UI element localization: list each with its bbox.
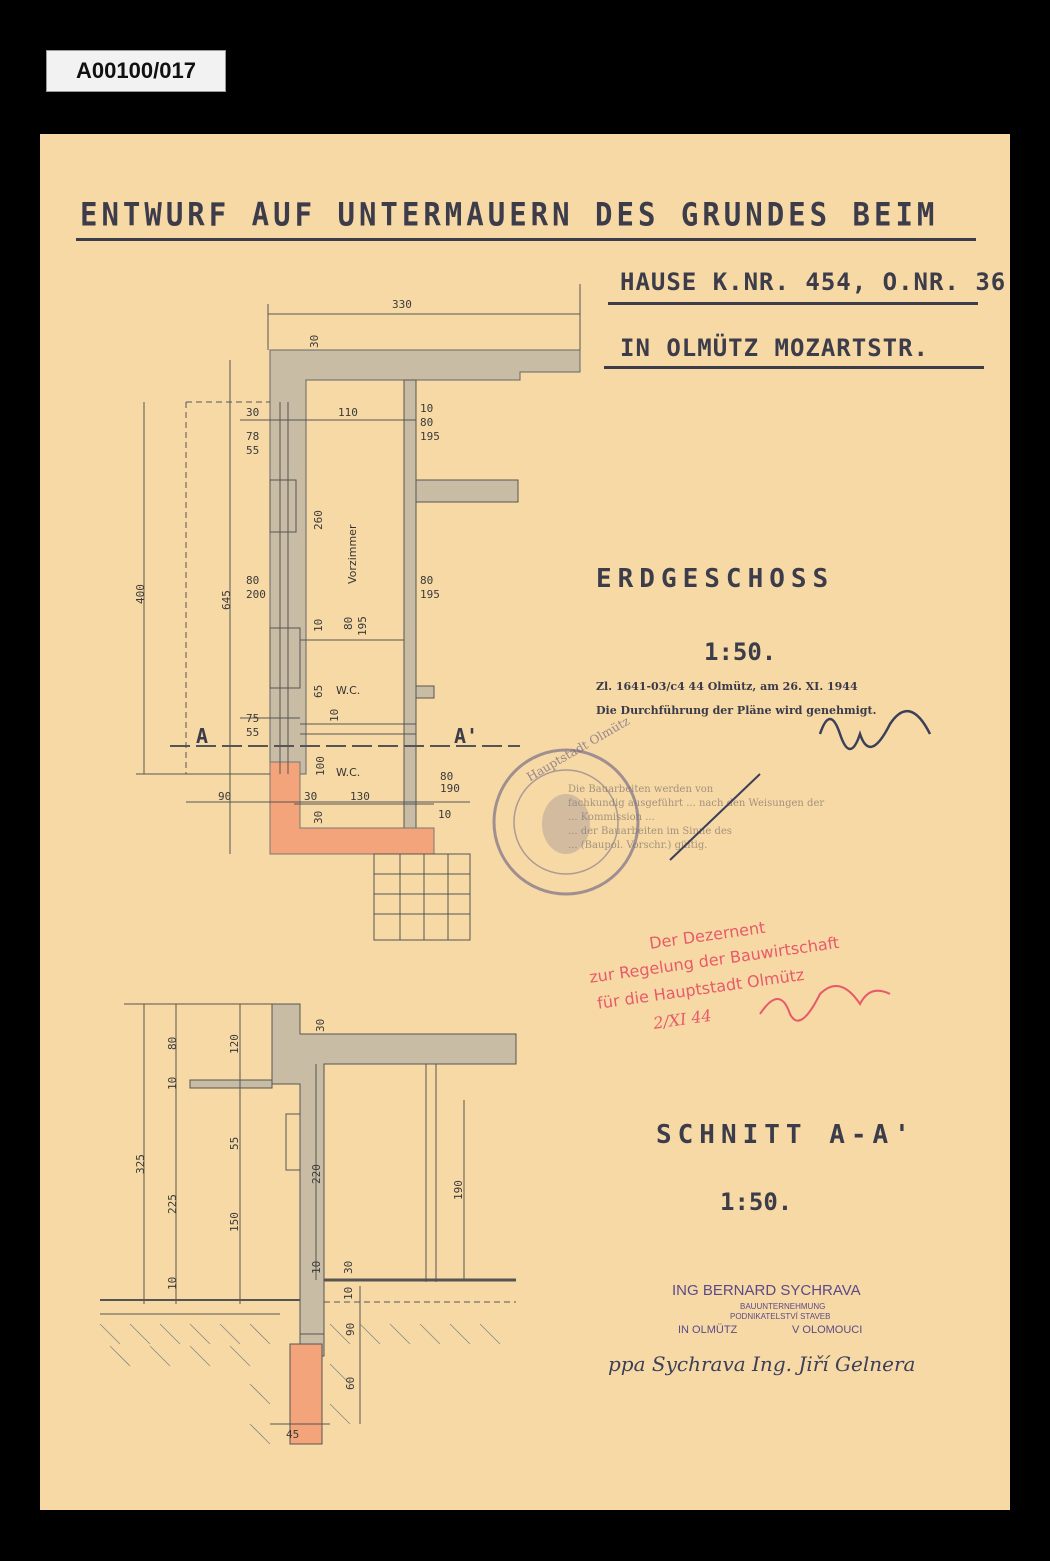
section-dim: 30 [342, 1260, 355, 1274]
section-dim: 120 [228, 1034, 241, 1054]
plan-dim: 260 [312, 510, 325, 530]
section-dim: 55 [228, 1136, 241, 1150]
firm-sub-2: PODNIKATELSTVÍ STAVEB [730, 1312, 831, 1321]
section-dim: 60 [344, 1376, 357, 1390]
section-mark-a-prime: A' [454, 724, 479, 748]
plan-dim: 195 [356, 616, 369, 636]
firm-city-de: IN OLMÜTZ [678, 1324, 738, 1336]
plan-dim: 195 [420, 430, 440, 443]
room-label-wc-1: W.C. [336, 684, 361, 697]
section-dim: 325 [134, 1154, 147, 1174]
plan-dim: 190 [440, 782, 460, 795]
title-line-3: IN OLMÜTZ MOZARTSTR. [620, 334, 929, 362]
archive-id-label: A00100/017 [46, 50, 226, 92]
plan-dim: 400 [134, 584, 147, 604]
section-heading: SCHNITT A-A' [656, 1120, 916, 1150]
plan-heading: ERDGESCHOSS [596, 564, 835, 594]
plan-dim: 75 [246, 712, 260, 725]
firm-city-cz: V OLOMOUCI [792, 1324, 863, 1336]
plan-dim: 55 [246, 726, 260, 739]
section-mark-a: A [196, 724, 209, 748]
plan-dim: 10 [438, 808, 452, 821]
firm-signature: ppa Sychrava Ing. Jiří Gelnera [608, 1352, 916, 1376]
firm-name: ING BERNARD SYCHRAVA [672, 1282, 861, 1299]
floor-plan-drawing [99, 284, 581, 1445]
section-dim: 80 [166, 1036, 179, 1050]
section-dim: 10 [342, 1286, 355, 1300]
section-dim: 150 [228, 1212, 241, 1232]
plan-dim: 645 [220, 590, 233, 610]
plan-dim: 80 [440, 770, 454, 783]
plan-dim: 10 [420, 402, 434, 415]
plan-dim: 110 [338, 406, 358, 419]
plan-dim: 330 [392, 298, 412, 311]
section-dim: 190 [452, 1180, 465, 1200]
section-dim: 225 [166, 1194, 179, 1214]
title-line-2: HAUSE K.NR. 454, O.NR. 36 [620, 268, 1007, 296]
plan-dim: 10 [328, 708, 341, 722]
title-underline-1 [76, 238, 976, 241]
title-underline-3 [604, 366, 984, 369]
plan-dim: 90 [218, 790, 232, 803]
section-scale: 1:50. [720, 1188, 793, 1216]
plan-dim: 55 [246, 444, 260, 457]
plan-dim: 80 [342, 616, 355, 630]
title-line-1: ENTWURF AUF UNTERMAUERN DES GRUNDES BEIM [80, 196, 939, 234]
plan-dim: 65 [312, 684, 325, 698]
approval-number-line: Zl. 1641-03/c4 44 Olmütz, am 26. XI. 194… [596, 680, 858, 693]
approval-faint-line: ... Kommission ... [568, 812, 655, 823]
plan-dim: 130 [350, 790, 370, 803]
approval-faint-line: ... (Baupol. Vorschr.) gültig. [568, 840, 708, 851]
plan-dim: 30 [304, 790, 318, 803]
section-dim: 30 [314, 1018, 327, 1032]
section-dim: 10 [166, 1076, 179, 1090]
plan-dim: 195 [420, 588, 440, 601]
plan-dim: 200 [246, 588, 266, 601]
firm-sub-1: BAUUNTERNEHMUNG [740, 1302, 826, 1311]
plan-dim: 78 [246, 430, 260, 443]
room-label-wc-2: W.C. [336, 766, 361, 779]
plan-dim: 80 [420, 416, 434, 429]
section-dim: 220 [310, 1164, 323, 1184]
title-underline-2 [608, 302, 978, 305]
plan-dim: 10 [312, 618, 325, 632]
plan-dim: 30 [246, 406, 260, 419]
approval-faint-line: Die Bauarbeiten werden von [568, 784, 714, 795]
section-dim: 10 [166, 1276, 179, 1290]
plan-dim: 80 [246, 574, 260, 587]
plan-dim: 30 [312, 810, 325, 824]
plan-dim: 80 [420, 574, 434, 587]
approval-faint-line: fachkundig ausgeführt ... nach den Weisu… [568, 798, 825, 809]
section-dim: 10 [310, 1260, 323, 1274]
drawing-sheet: ENTWURF AUF UNTERMAUERN DES GRUNDES BEIM… [40, 134, 1010, 1510]
room-label-vorzimmer: Vorzimmer [346, 524, 359, 584]
plan-dim: 100 [314, 756, 327, 776]
section-dim: 45 [286, 1428, 300, 1441]
plan-scale: 1:50. [704, 638, 777, 666]
approval-faint-line: ... der Bauarbeiten im Sinne des [568, 826, 732, 837]
section-dim: 90 [344, 1322, 357, 1336]
plan-dim: 30 [308, 334, 321, 348]
approval-line-1: Die Durchführung der Pläne wird genehmig… [596, 704, 877, 717]
